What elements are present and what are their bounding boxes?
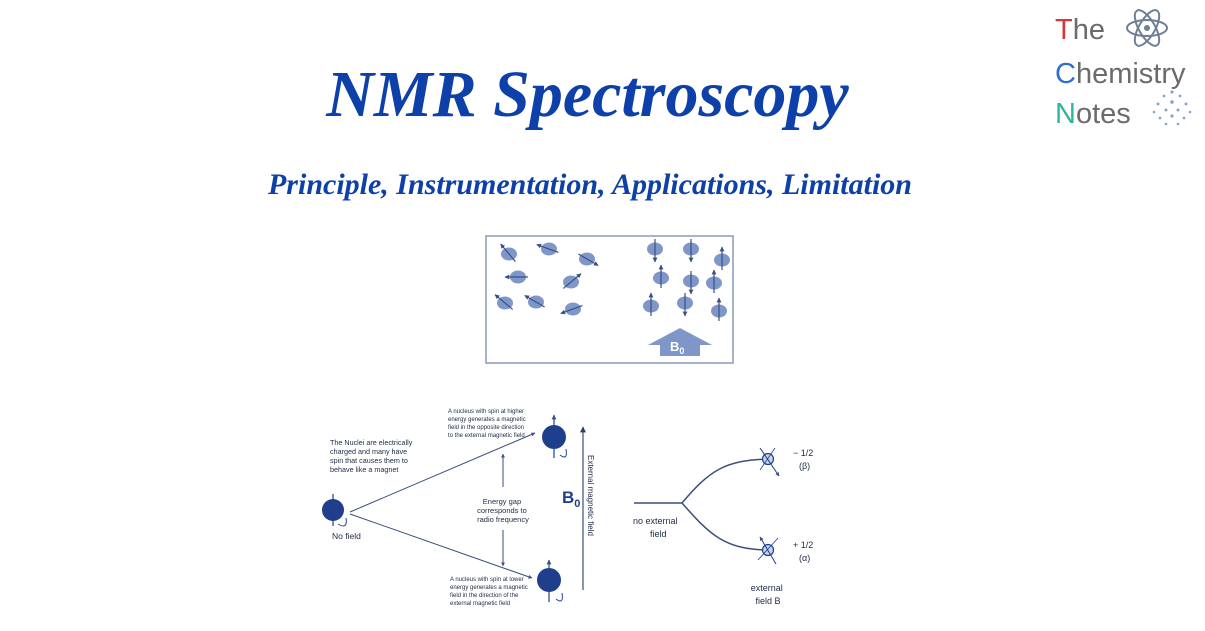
energy-split-panel: The Nuclei are electrically charged and … [322,409,595,607]
dots-icon [1152,90,1192,126]
beta-value: − 1/2 [793,448,813,458]
logo-word-the: he [1072,14,1105,46]
aligned-spin-icon [711,297,727,321]
logo-initial-c: C [1055,58,1076,90]
random-spin-icon [500,243,517,263]
logo-initial-n: N [1055,98,1076,130]
b0-label: B0 [562,488,580,510]
energy-gap-text: Energy gap corresponds to radio frequenc… [477,497,529,524]
aligned-spin-icon [647,239,663,263]
random-spin-icon [578,252,599,267]
aligned-spin-icon [653,264,669,288]
field-axis-label: External magnetic field [586,455,595,536]
external-field-label: external field B [751,583,786,606]
intro-text: The Nuclei are electrically charged and … [330,438,414,474]
alpha-label: (α) [799,553,810,563]
aligned-spin-icon [677,293,693,317]
logo-initial-t: T [1055,14,1073,46]
atom-icon [1126,9,1168,47]
random-spin-icon [560,302,583,316]
random-spin-icon [562,273,582,289]
random-spin-icon [536,242,559,256]
page-subtitle: Principle, Instrumentation, Applications… [267,168,912,201]
random-spins-group [494,242,599,316]
random-spin-icon [494,294,514,310]
site-logo[interactable]: The Chemistry Notes [1055,8,1203,130]
page-title: NMR Spectroscopy [326,58,849,131]
spin-alignment-panel: B0 [485,235,734,364]
high-energy-text: A nucleus with spin at higher energy gen… [448,409,527,439]
logo-word-chemistry: hemistry [1075,58,1186,90]
alpha-value: + 1/2 [793,540,813,550]
beta-label: (β) [799,461,810,471]
random-spin-icon [524,294,545,309]
no-field-label: No field [332,531,361,541]
logo-word-notes: otes [1075,98,1131,130]
field-arrow-icon [648,328,712,356]
no-external-field-label: no external field [633,516,680,539]
aligned-spins-group [643,239,730,321]
top-field-label: B0 [670,339,684,356]
aligned-spin-icon [683,271,699,295]
low-energy-text: A nucleus with spin at lower energy gene… [450,577,529,607]
aligned-spin-icon [683,239,699,263]
zeeman-split-panel: no external field − 1/2 (β) + 1/2 (α) ex… [633,447,813,606]
random-spin-icon [504,270,528,284]
aligned-spin-icon [706,269,722,293]
aligned-spin-icon [714,246,730,270]
aligned-spin-icon [643,292,659,316]
